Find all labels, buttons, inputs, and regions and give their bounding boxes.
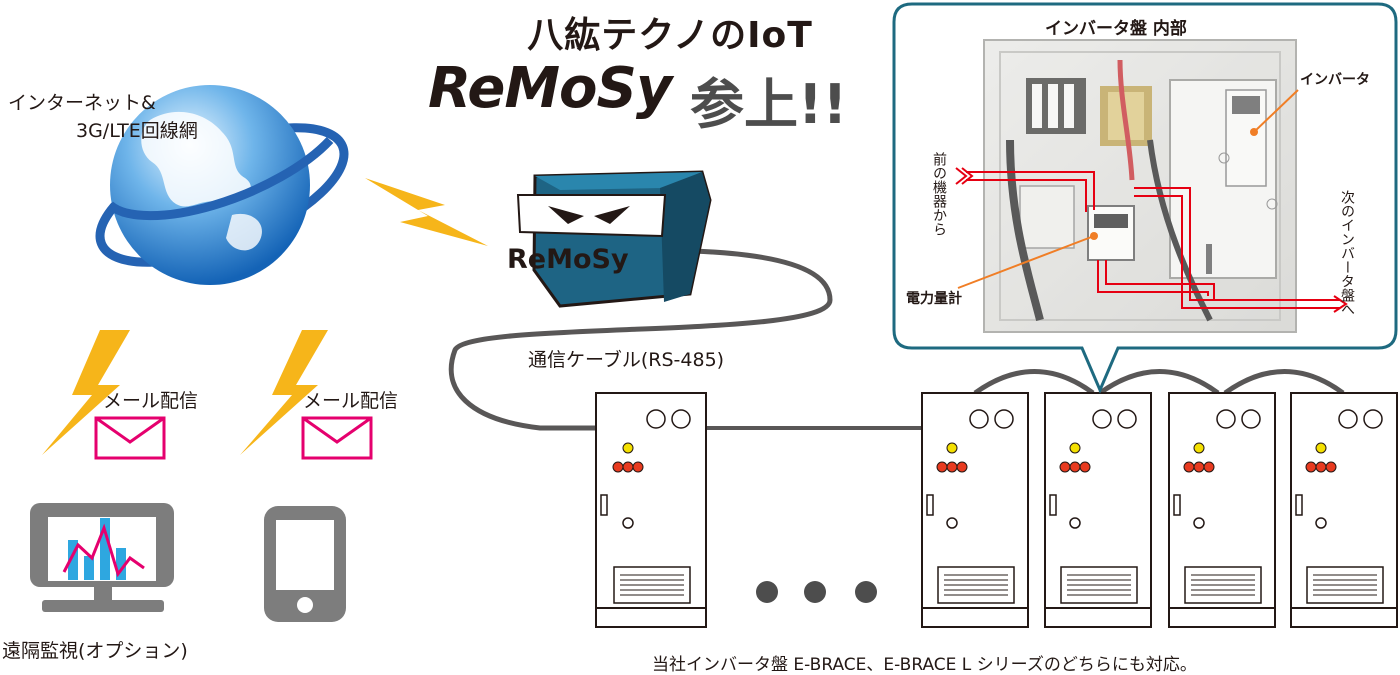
leader-line: [957, 89, 1299, 289]
globe-icon: [95, 85, 349, 285]
panel-interior-photo: [983, 39, 1297, 333]
cabinet-arc: [1098, 369, 1220, 396]
inverter-cabinet: [921, 392, 1029, 628]
cabinet-arc: [1223, 369, 1345, 396]
footer-caption: 当社インバータ盤 E-BRACE、E-BRACE L シリーズのどちらにも対応。: [652, 655, 1197, 675]
arrow-head: [1333, 295, 1348, 313]
arrow-head: [955, 167, 968, 185]
brand-title-tail: 参上!!: [690, 73, 848, 136]
smartphone-icon: [264, 506, 346, 622]
inverter-cabinet: [1168, 392, 1276, 628]
mail-icon: [94, 416, 166, 460]
power-meter-label: 電力量計: [906, 291, 962, 307]
inverter-cabinet: [595, 392, 707, 628]
network-label-line2: 3G/LTE回線網: [76, 120, 198, 142]
inverter-cabinet: [1044, 392, 1152, 628]
cabinet-arc: [973, 369, 1095, 396]
mail-label-right: メール配信: [303, 390, 399, 412]
inverter-cabinet: [1290, 392, 1398, 628]
lightning-icon: [365, 178, 488, 246]
from-previous-label: 前の機器から: [931, 152, 947, 236]
communication-cable: [448, 247, 833, 431]
mail-label-left: メール配信: [103, 390, 199, 412]
remote-monitoring-caption: 遠隔監視(オプション): [2, 640, 188, 662]
ellipsis-dots: [756, 581, 877, 603]
signal-wire: [966, 171, 1340, 309]
arrow-head: [961, 167, 974, 185]
mail-icon: [301, 416, 373, 460]
callout-title: インバータ盤 内部: [1045, 19, 1187, 39]
lightning-icon: [42, 330, 130, 455]
lightning-icon: [240, 330, 328, 455]
page-title: 八紘テクノのIoT: [527, 15, 813, 56]
brand-title: ReMoSy: [428, 56, 672, 121]
to-next-label: 次のインバータ盤へ: [1339, 190, 1355, 316]
cable-label: 通信ケーブル(RS-485): [528, 349, 725, 371]
monitor-icon: [30, 503, 174, 612]
inverter-label: インバータ: [1300, 72, 1370, 88]
network-label-line1: インターネット&: [8, 92, 156, 114]
remosy-device-icon: [516, 170, 712, 308]
device-brand-label: ReMoSy: [507, 244, 629, 275]
